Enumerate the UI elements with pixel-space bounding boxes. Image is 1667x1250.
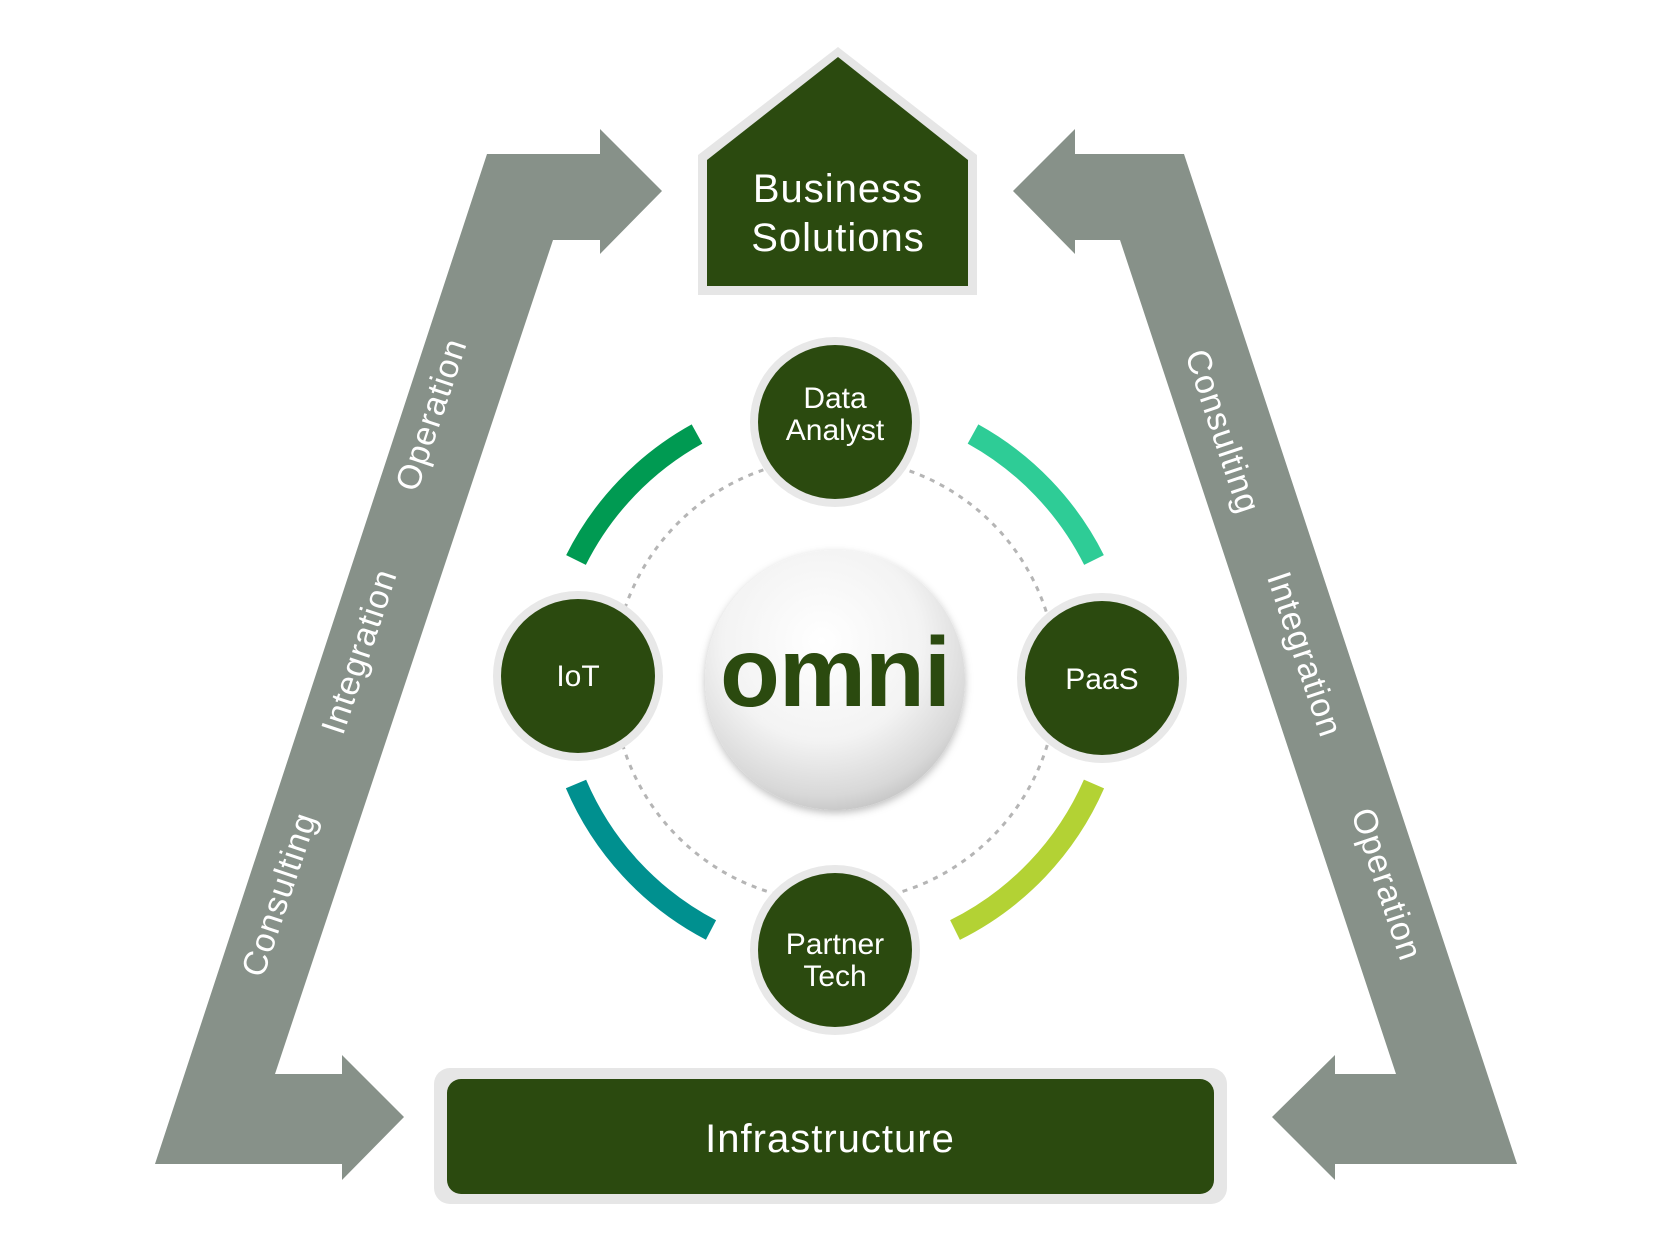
- infrastructure-fill: [447, 1079, 1214, 1194]
- omni-sphere: [705, 550, 965, 810]
- node-partner-tech-fill: [758, 873, 912, 1027]
- business-solutions-line2: Solutions: [751, 216, 925, 260]
- node-paas-label: PaaS: [1065, 663, 1138, 696]
- node-paas: PaaS: [1017, 593, 1187, 763]
- node-partner-tech-line1: Partner: [786, 928, 884, 961]
- omni-center: omni: [705, 550, 965, 810]
- node-paas-fill: [1025, 601, 1179, 755]
- arc-bottom-left: [565, 779, 717, 940]
- arc-top-right: [967, 424, 1104, 565]
- infrastructure-label: Infrastructure: [705, 1117, 955, 1161]
- omni-logo-text: omni: [720, 617, 950, 727]
- node-data-analyst-line1: Data: [803, 382, 867, 415]
- arc-top-left: [566, 424, 703, 565]
- left-arrow-shape: [155, 129, 662, 1180]
- node-iot: IoT: [493, 591, 663, 761]
- arc-bottom-right: [950, 779, 1105, 940]
- business-solutions-box: Business Solutions: [698, 47, 977, 295]
- left-cycle-arrow: Consulting Integration Operation: [155, 129, 662, 1180]
- business-solutions-fill: [707, 57, 968, 286]
- right-arrow-shape: [1013, 129, 1517, 1180]
- node-data-analyst-fill: [758, 345, 912, 499]
- node-iot-fill: [501, 599, 655, 753]
- node-iot-label: IoT: [556, 660, 599, 693]
- node-partner-tech-line2: Tech: [803, 960, 866, 993]
- infrastructure-box: Infrastructure: [434, 1068, 1227, 1204]
- node-partner-tech: Partner Tech: [750, 865, 920, 1035]
- node-data-analyst-line2: Analyst: [786, 414, 885, 447]
- business-solutions-line1: Business: [753, 167, 923, 211]
- node-data-analyst: Data Analyst: [750, 337, 920, 507]
